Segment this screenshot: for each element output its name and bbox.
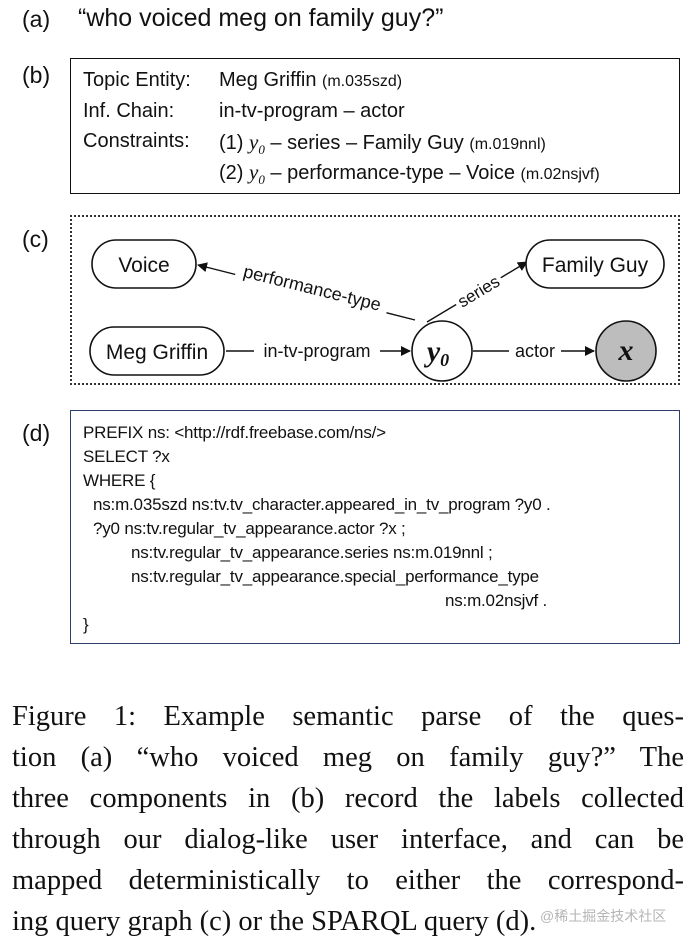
constraint-2: (2) y0 – performance-type – Voice (m.02n… bbox=[219, 160, 600, 188]
sparql-line-close: } bbox=[83, 615, 89, 634]
topic-entity-value: Meg Griffin bbox=[219, 69, 317, 91]
node-x bbox=[595, 320, 657, 382]
watermark: @稀土掘金技术社区 bbox=[540, 908, 667, 924]
sparql-line-triple-4-object: ns:m.02nsjvf . bbox=[445, 591, 548, 610]
question-text: “who voiced meg on family guy?” bbox=[78, 4, 444, 32]
node-y0 bbox=[411, 320, 473, 382]
inf-chain-value: in-tv-program – actor bbox=[219, 100, 405, 122]
node-family-guy bbox=[525, 239, 665, 289]
sparql-line-triple-1: ns:m.035szd ns:tv.tv_character.appeared_… bbox=[93, 495, 551, 514]
inf-chain-key: Inf. Chain: bbox=[83, 100, 175, 122]
node-meg-griffin-label: Meg Griffin bbox=[106, 341, 208, 364]
constraints-key: Constraints: bbox=[83, 130, 190, 152]
label-performance-type-group: performance-type bbox=[233, 258, 391, 318]
constraint-2-num: (2) bbox=[219, 162, 244, 184]
sparql-line-select: SELECT ?x bbox=[83, 447, 170, 466]
constraint-2-id: (m.02nsjvf) bbox=[520, 166, 600, 183]
constraint-1-num: (1) bbox=[219, 132, 244, 154]
sparql-line-prefix: PREFIX ns: <http://rdf.freebase.com/ns/> bbox=[83, 423, 386, 442]
node-voice bbox=[91, 239, 197, 289]
section-c-label: (c) bbox=[22, 226, 49, 252]
sparql-box: PREFIX ns: <http://rdf.freebase.com/ns/>… bbox=[70, 410, 680, 644]
constraint-1-var: y0 bbox=[249, 130, 265, 158]
labels-box: Topic Entity: Meg Griffin (m.035szd) Inf… bbox=[70, 58, 680, 194]
topic-entity-key: Topic Entity: bbox=[83, 69, 191, 91]
node-voice-label: Voice bbox=[118, 254, 169, 277]
query-graph-box: performance-type series in-tv-program ac… bbox=[70, 215, 680, 385]
query-graph: performance-type series in-tv-program ac… bbox=[89, 239, 665, 382]
section-b-label: (b) bbox=[22, 62, 51, 88]
topic-entity-value-wrap: Meg Griffin (m.035szd) bbox=[219, 69, 402, 92]
sparql-line-triple-4: ns:tv.regular_tv_appearance.special_perf… bbox=[131, 567, 539, 586]
caption-line: ing query graph (c) or the SPARQL query … bbox=[12, 906, 537, 937]
edge-label-in-tv-program: in-tv-program bbox=[263, 341, 370, 361]
section-d-label: (d) bbox=[22, 420, 51, 446]
node-family-guy-label: Family Guy bbox=[542, 254, 649, 277]
constraint-1-id: (m.019nnl) bbox=[469, 136, 546, 153]
section-a-label: (a) bbox=[22, 6, 51, 32]
topic-entity-id: (m.035szd) bbox=[322, 73, 403, 90]
sparql-line-triple-3: ns:tv.regular_tv_appearance.series ns:m.… bbox=[131, 543, 493, 562]
constraint-2-text: – performance-type – Voice bbox=[264, 162, 521, 184]
caption-line: three components in (b) record the label… bbox=[12, 783, 684, 814]
edge-label-performance-type: performance-type bbox=[241, 261, 383, 315]
constraint-1-text: – series – Family Guy bbox=[264, 132, 470, 154]
figure-caption: Figure 1: Example semantic parse of the … bbox=[12, 696, 684, 942]
caption-line: Figure 1: Example semantic parse of the … bbox=[12, 701, 684, 732]
node-meg-griffin bbox=[89, 326, 225, 376]
edge-label-actor: actor bbox=[515, 341, 555, 361]
caption-line: mapped deterministically to either the c… bbox=[12, 865, 684, 896]
label-series-group: series bbox=[451, 269, 506, 314]
caption-line: through our dialog-like user interface, … bbox=[12, 824, 684, 855]
edge-label-series: series bbox=[454, 272, 503, 312]
node-x-label: x bbox=[618, 334, 634, 367]
sparql-line-triple-2: ?y0 ns:tv.regular_tv_appearance.actor ?x… bbox=[93, 519, 406, 538]
caption-line: tion (a) “who voiced meg on family guy?”… bbox=[12, 742, 684, 773]
constraint-1: (1) y0 – series – Family Guy (m.019nnl) bbox=[219, 130, 546, 158]
constraint-2-var: y0 bbox=[249, 160, 265, 188]
node-y0-label: y0 bbox=[424, 335, 449, 370]
sparql-line-where: WHERE { bbox=[83, 471, 156, 490]
